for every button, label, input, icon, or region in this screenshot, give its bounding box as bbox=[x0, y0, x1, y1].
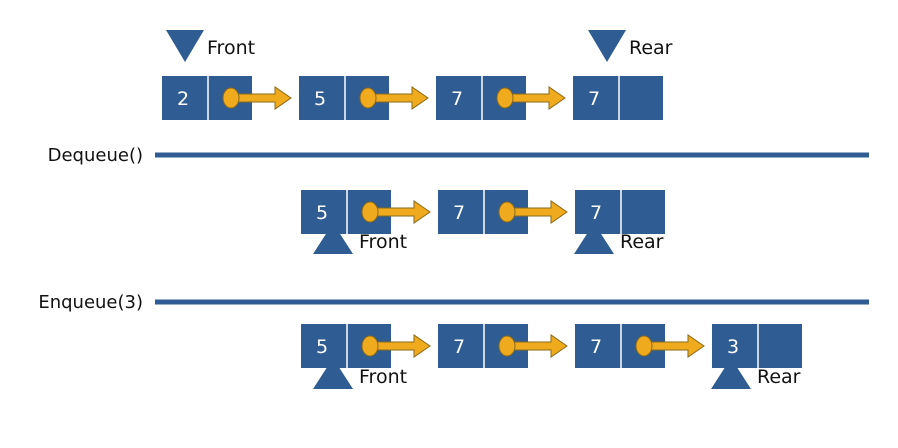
pointer-label: Rear bbox=[620, 231, 664, 253]
pointer-label: Rear bbox=[629, 37, 673, 59]
list-node: 7 bbox=[575, 324, 705, 368]
pointer-marker-down-icon bbox=[588, 30, 626, 62]
node-box bbox=[573, 76, 663, 120]
node-value: 7 bbox=[451, 88, 463, 110]
next-pointer-arrow-icon bbox=[361, 334, 431, 358]
pointer-dot bbox=[635, 335, 653, 357]
list-node: 2 bbox=[162, 76, 292, 120]
pointer-dot bbox=[498, 335, 516, 357]
list-node: 5 bbox=[301, 190, 431, 234]
node-value: 3 bbox=[727, 336, 739, 358]
node-value: 7 bbox=[453, 336, 465, 358]
next-pointer-arrow-icon bbox=[361, 200, 431, 224]
list-node: 7 bbox=[438, 324, 568, 368]
pointer-marker-up-icon bbox=[313, 223, 353, 254]
node-value: 5 bbox=[316, 336, 328, 358]
node-value: 7 bbox=[590, 202, 602, 224]
queue-row: 2 5 7 7 Front Rear bbox=[162, 30, 673, 120]
pointer-marker-up-icon bbox=[711, 358, 751, 389]
node-value: 7 bbox=[588, 88, 600, 110]
node-value: 5 bbox=[316, 202, 328, 224]
pointer-marker-up-icon bbox=[313, 358, 353, 389]
list-node: 3 bbox=[712, 324, 802, 368]
next-pointer-arrow-icon bbox=[498, 334, 568, 358]
pointer-label: Front bbox=[359, 231, 407, 253]
list-node: 7 bbox=[438, 190, 568, 234]
next-pointer-arrow-icon bbox=[496, 86, 566, 110]
node-value: 7 bbox=[453, 202, 465, 224]
operation-label: Enqueue(3) bbox=[38, 292, 143, 313]
pointer-marker-down-icon bbox=[166, 30, 204, 62]
pointer-dot bbox=[361, 201, 379, 223]
next-pointer-arrow-icon bbox=[635, 334, 705, 358]
pointer-dot bbox=[498, 201, 516, 223]
node-box bbox=[712, 324, 802, 368]
list-node: 5 bbox=[299, 76, 429, 120]
pointer-marker-up-icon bbox=[574, 223, 614, 254]
pointer-label: Rear bbox=[757, 366, 801, 388]
node-value: 2 bbox=[177, 88, 189, 110]
next-pointer-arrow-icon bbox=[359, 86, 429, 110]
pointer-dot bbox=[359, 87, 377, 109]
pointer-label: Front bbox=[359, 366, 407, 388]
node-box bbox=[575, 190, 665, 234]
operation-label: Dequeue() bbox=[48, 145, 143, 166]
node-value: 7 bbox=[590, 336, 602, 358]
next-pointer-arrow-icon bbox=[498, 200, 568, 224]
next-pointer-arrow-icon bbox=[222, 86, 292, 110]
node-value: 5 bbox=[314, 88, 326, 110]
pointer-dot bbox=[222, 87, 240, 109]
list-node: 7 bbox=[575, 190, 665, 234]
pointer-dot bbox=[361, 335, 379, 357]
list-node: 5 bbox=[301, 324, 431, 368]
list-node: 7 bbox=[573, 76, 663, 120]
pointer-label: Front bbox=[207, 37, 255, 59]
pointer-dot bbox=[496, 87, 514, 109]
list-node: 7 bbox=[436, 76, 566, 120]
